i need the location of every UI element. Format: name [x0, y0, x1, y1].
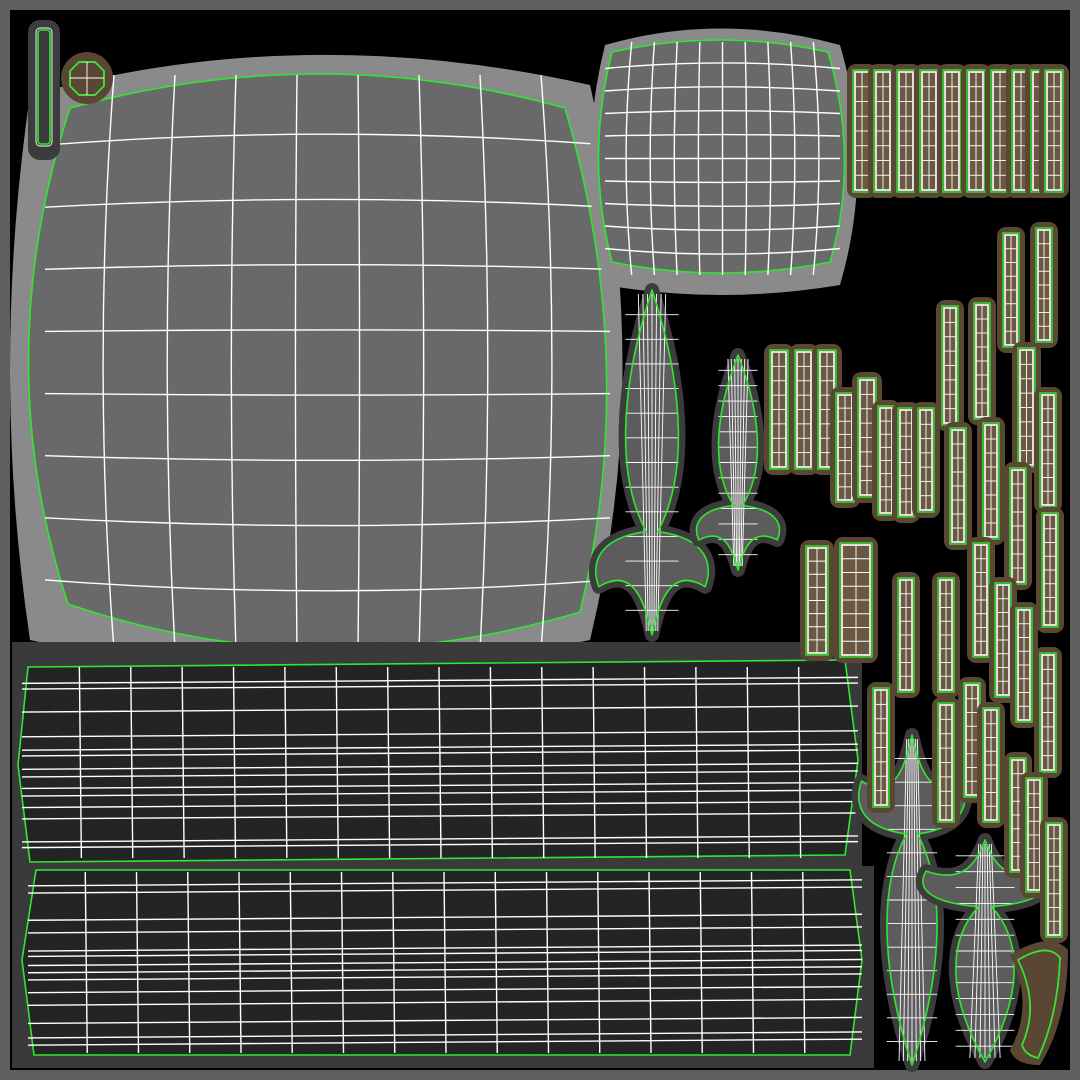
- wood-strip-12: [936, 300, 964, 431]
- wood-strip-1: [868, 64, 898, 198]
- uv-island-small-pieces: [28, 20, 113, 160]
- wood-strip-28: [1004, 462, 1032, 590]
- wood-strip-37: [932, 697, 960, 828]
- wood-strip-16: [944, 422, 972, 550]
- wood-strip-31: [892, 572, 920, 698]
- wood-strip-4: [937, 64, 967, 198]
- uv-island-curved-wood: [1010, 941, 1068, 1065]
- wood-strip-38: [867, 682, 895, 813]
- wood-strip-2: [891, 64, 921, 198]
- wood-strip-13: [968, 297, 996, 425]
- wood-strip-35: [1034, 647, 1062, 778]
- wood-strip-11: [1030, 222, 1058, 348]
- wood-strip-10: [997, 227, 1025, 353]
- uv-island-medium-stone: [590, 28, 858, 295]
- wood-strip-14: [1012, 342, 1041, 473]
- wood-strip-34: [1010, 602, 1038, 728]
- wood-strip-17: [977, 417, 1005, 545]
- wood-strip-5: [961, 64, 991, 198]
- wood-strip-15: [1034, 387, 1062, 513]
- wood-strip-27: [800, 540, 834, 661]
- wood-strip-3: [914, 64, 944, 198]
- wood-strip-42: [1040, 817, 1068, 943]
- wood-strip-9: [1039, 64, 1069, 198]
- wood-strip-26: [834, 537, 878, 663]
- uv-island-dark-panel-lower: [12, 866, 874, 1068]
- uv-island-wood-strips: [764, 64, 1069, 943]
- wood-strip-18: [764, 344, 794, 475]
- wood-strip-32: [932, 572, 960, 698]
- uv-island-large-stone: [10, 54, 623, 671]
- wood-strip-39: [977, 702, 1005, 828]
- uv-island-dark-panel-upper: [12, 642, 862, 867]
- wood-strip-29: [1036, 507, 1064, 633]
- wood-strip-19: [789, 344, 819, 475]
- wood-strip-25: [912, 402, 940, 518]
